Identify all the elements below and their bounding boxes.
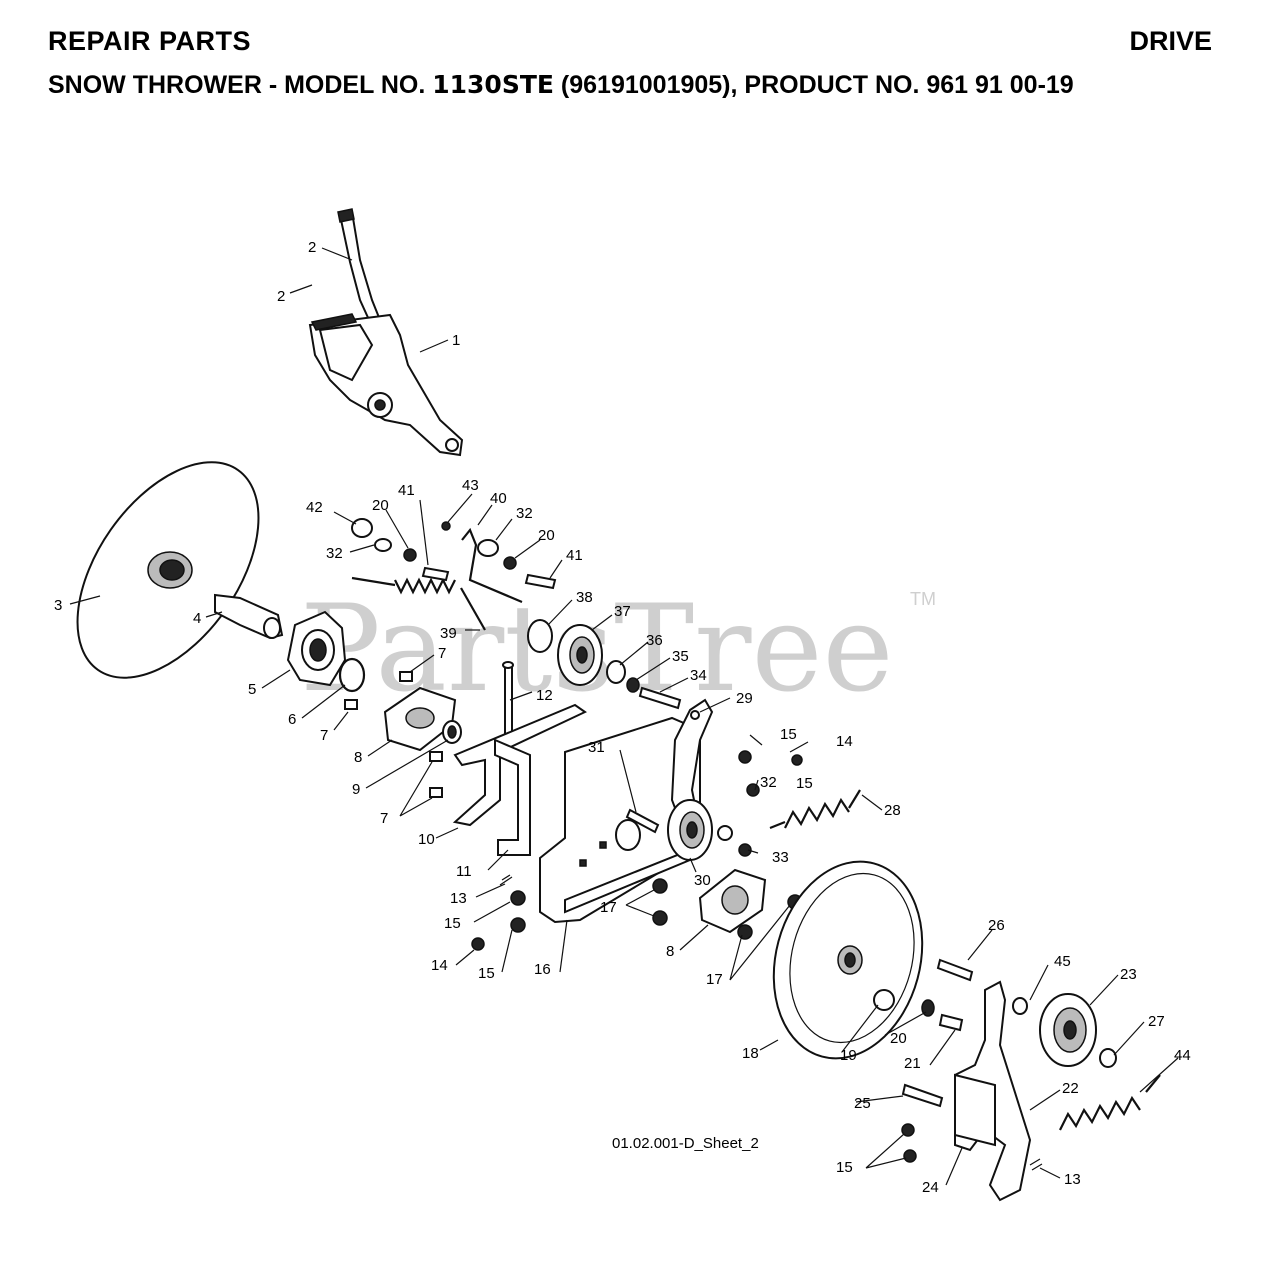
part-hex-shaft	[214, 593, 284, 640]
part-idler-arm	[667, 698, 714, 861]
callout-17: 17	[706, 971, 723, 988]
part-shift-lever	[308, 208, 464, 457]
callout-31: 31	[588, 739, 605, 756]
callout-33: 33	[772, 849, 789, 866]
callout-labels: 1 2 2 3 4 5 6 7 7 7 8 8 9 10 11 12 13 13…	[54, 239, 1191, 1196]
callout-42: 42	[306, 499, 323, 516]
part-pulley-37	[527, 619, 682, 710]
callout-15: 15	[478, 965, 495, 982]
callout-32: 32	[516, 505, 533, 522]
callout-22: 22	[1062, 1080, 1079, 1097]
part-flange-bearing	[383, 686, 462, 752]
callout-36: 36	[646, 632, 663, 649]
callout-41: 41	[398, 482, 415, 499]
callout-37: 37	[614, 603, 631, 620]
part-idler-bracket	[901, 980, 1161, 1202]
part-washers-bolts	[873, 958, 974, 1032]
callout-1: 1	[452, 332, 460, 349]
part-spring-28	[769, 789, 861, 830]
callout-7: 7	[320, 727, 328, 744]
watermark-tm: TM	[910, 589, 936, 609]
part-large-pulley	[772, 860, 924, 1060]
callout-35: 35	[672, 648, 689, 665]
callout-7: 7	[380, 810, 388, 827]
callout-7: 7	[438, 645, 446, 662]
callout-20: 20	[538, 527, 555, 544]
callout-26: 26	[988, 917, 1005, 934]
callout-34: 34	[690, 667, 707, 684]
callout-40: 40	[490, 490, 507, 507]
callout-2: 2	[308, 239, 316, 256]
callout-9: 9	[352, 781, 360, 798]
callout-11: 11	[456, 863, 472, 880]
callout-6: 6	[288, 711, 296, 728]
callout-14: 14	[431, 957, 448, 974]
callout-15: 15	[796, 775, 813, 792]
part-frame-plate	[539, 716, 701, 924]
callout-32: 32	[326, 545, 343, 562]
callout-24: 24	[922, 1179, 939, 1196]
callout-21: 21	[904, 1055, 921, 1072]
part-link-rod	[351, 518, 557, 604]
part-bearing-housing	[286, 610, 366, 693]
leader-lines	[69, 247, 1179, 1186]
callout-27: 27	[1148, 1013, 1165, 1030]
callout-32: 32	[760, 774, 777, 791]
callout-20: 20	[372, 497, 389, 514]
sheet-reference: 01.02.001-D_Sheet_2	[612, 1135, 759, 1152]
callout-4: 4	[193, 610, 201, 627]
callout-18: 18	[742, 1045, 759, 1062]
callout-3: 3	[54, 597, 62, 614]
callout-23: 23	[1120, 966, 1137, 983]
callout-10: 10	[418, 831, 435, 848]
part-spring-39	[351, 576, 486, 631]
section-title: DRIVE	[1129, 26, 1212, 56]
callout-15: 15	[780, 726, 797, 743]
callout-13: 13	[1064, 1171, 1081, 1188]
callout-43: 43	[462, 477, 479, 494]
callout-30: 30	[694, 872, 711, 889]
subtitle-prefix: SNOW THROWER - MODEL NO.	[48, 71, 433, 99]
callout-45: 45	[1054, 953, 1071, 970]
callout-8: 8	[666, 943, 674, 960]
part-bolts	[344, 671, 443, 798]
callout-29: 29	[736, 690, 753, 707]
subtitle-suffix: (96191001905), PRODUCT NO. 961 91 00-19	[553, 71, 1074, 99]
callout-28: 28	[884, 802, 901, 819]
callout-44: 44	[1174, 1047, 1191, 1064]
part-shift-bracket	[452, 661, 587, 856]
callout-15: 15	[836, 1159, 853, 1176]
page-title: REPAIR PARTS	[48, 26, 252, 56]
callout-8: 8	[354, 749, 362, 766]
callout-12: 12	[536, 687, 553, 704]
callout-2: 2	[277, 288, 285, 305]
part-flange-bearing-lower	[698, 868, 767, 934]
callout-20: 20	[890, 1030, 907, 1047]
callout-17: 17	[600, 899, 617, 916]
part-hardware	[471, 750, 803, 951]
callout-13: 13	[450, 890, 467, 907]
callout-38: 38	[576, 589, 593, 606]
callout-19: 19	[840, 1047, 857, 1064]
callout-14: 14	[836, 733, 853, 750]
callout-39: 39	[440, 625, 457, 642]
callout-5: 5	[248, 681, 256, 698]
callout-41: 41	[566, 547, 583, 564]
model-subtitle: SNOW THROWER - MODEL NO. 1130STE (961910…	[48, 70, 1074, 100]
callout-25: 25	[854, 1095, 871, 1112]
callout-16: 16	[534, 961, 551, 978]
part-drive-plate	[76, 461, 260, 679]
model-number: 1130STE	[432, 70, 554, 99]
callout-15: 15	[444, 915, 461, 932]
